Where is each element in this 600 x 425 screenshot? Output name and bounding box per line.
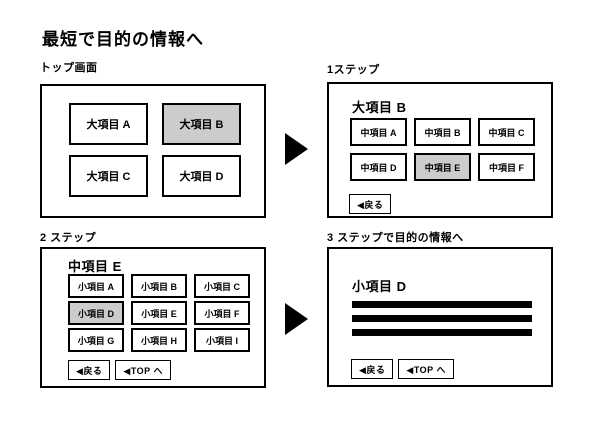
button-sho-d[interactable]: 小項目 D: [68, 301, 124, 325]
back-button[interactable]: ◀戻る: [351, 359, 394, 379]
button-chu-b[interactable]: 中項目 B: [414, 118, 471, 146]
step1-heading: 大項目 B: [352, 100, 407, 115]
page-title: 最短で目的の情報へ: [42, 30, 204, 49]
button-sho-i[interactable]: 小項目 I: [194, 328, 250, 352]
button-sho-e[interactable]: 小項目 E: [131, 301, 187, 325]
step2-label: 2 ステップ: [40, 232, 97, 244]
button-dai-b[interactable]: 大項目 B: [162, 103, 241, 145]
button-sho-a[interactable]: 小項目 A: [68, 274, 124, 298]
step2-button-grid: 小項目 A 小項目 B 小項目 C 小項目 D 小項目 E 小項目 F 小項目 …: [68, 274, 250, 352]
top-button[interactable]: ◀TOP へ: [398, 359, 455, 379]
button-sho-h[interactable]: 小項目 H: [131, 328, 187, 352]
arrow-right-icon: [285, 303, 308, 335]
content-text-placeholder: [352, 301, 532, 343]
arrow-right-icon: [285, 133, 308, 165]
button-sho-b[interactable]: 小項目 B: [131, 274, 187, 298]
top-screen-panel: 大項目 A 大項目 B 大項目 C 大項目 D: [40, 84, 266, 218]
button-dai-c[interactable]: 大項目 C: [69, 155, 148, 197]
button-sho-f[interactable]: 小項目 F: [194, 301, 250, 325]
back-button[interactable]: ◀戻る: [349, 194, 392, 214]
button-sho-g[interactable]: 小項目 G: [68, 328, 124, 352]
top-button[interactable]: ◀TOP へ: [115, 360, 172, 380]
button-chu-c[interactable]: 中項目 C: [478, 118, 535, 146]
button-dai-a[interactable]: 大項目 A: [69, 103, 148, 145]
step1-nav-row: ◀戻る: [349, 194, 392, 214]
step1-label: 1ステップ: [327, 64, 380, 76]
top-screen-button-grid: 大項目 A 大項目 B 大項目 C 大項目 D: [69, 103, 241, 197]
button-chu-f[interactable]: 中項目 F: [478, 153, 535, 181]
step2-panel: 中項目 E 小項目 A 小項目 B 小項目 C 小項目 D 小項目 E 小項目 …: [40, 247, 266, 388]
step2-heading: 中項目 E: [68, 259, 122, 274]
step2-nav-row: ◀戻る ◀TOP へ: [68, 360, 172, 380]
content-line: [352, 301, 532, 308]
button-sho-c[interactable]: 小項目 C: [194, 274, 250, 298]
content-line: [352, 329, 532, 336]
step3-panel: 小項目 D ◀戻る ◀TOP へ: [327, 247, 553, 387]
back-button[interactable]: ◀戻る: [68, 360, 111, 380]
content-line: [352, 315, 532, 322]
top-screen-label: トップ画面: [40, 62, 98, 74]
button-chu-e[interactable]: 中項目 E: [414, 153, 471, 181]
step1-button-grid: 中項目 A 中項目 B 中項目 C 中項目 D 中項目 E 中項目 F: [350, 118, 535, 181]
button-chu-a[interactable]: 中項目 A: [350, 118, 407, 146]
step1-panel: 大項目 B 中項目 A 中項目 B 中項目 C 中項目 D 中項目 E 中項目 …: [327, 82, 553, 218]
step3-heading: 小項目 D: [352, 279, 407, 294]
step3-label: 3 ステップで目的の情報へ: [327, 232, 464, 244]
button-chu-d[interactable]: 中項目 D: [350, 153, 407, 181]
step3-nav-row: ◀戻る ◀TOP へ: [351, 359, 455, 379]
button-dai-d[interactable]: 大項目 D: [162, 155, 241, 197]
